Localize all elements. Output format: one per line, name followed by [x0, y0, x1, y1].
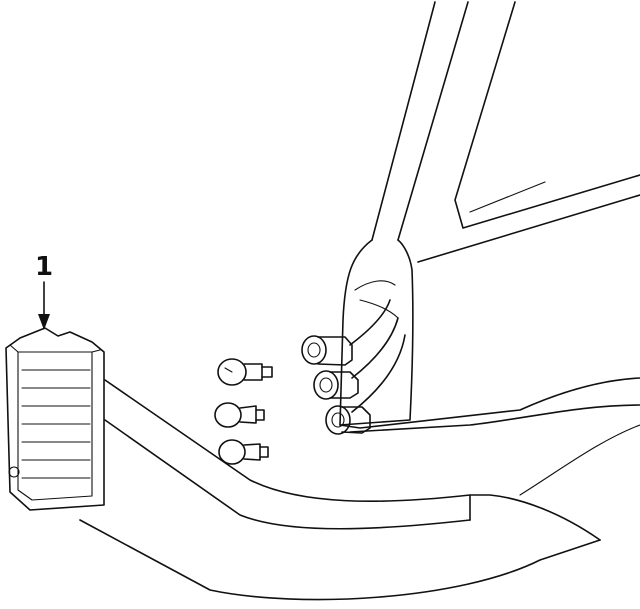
bulb-1 [217, 358, 273, 386]
bulb-2 [214, 402, 265, 428]
vehicle-body [79, 1, 640, 601]
callout-number: 1 [35, 252, 53, 282]
bulb-3 [218, 439, 269, 465]
bulb-socket-2 [313, 370, 359, 400]
callout-1: 1 [35, 252, 53, 330]
tail-lamp-lens [5, 327, 105, 511]
wiring-harness [349, 299, 406, 413]
callout-arrowhead [38, 314, 50, 330]
bulb-socket-1 [301, 335, 353, 366]
bulb-socket-3 [325, 405, 371, 435]
